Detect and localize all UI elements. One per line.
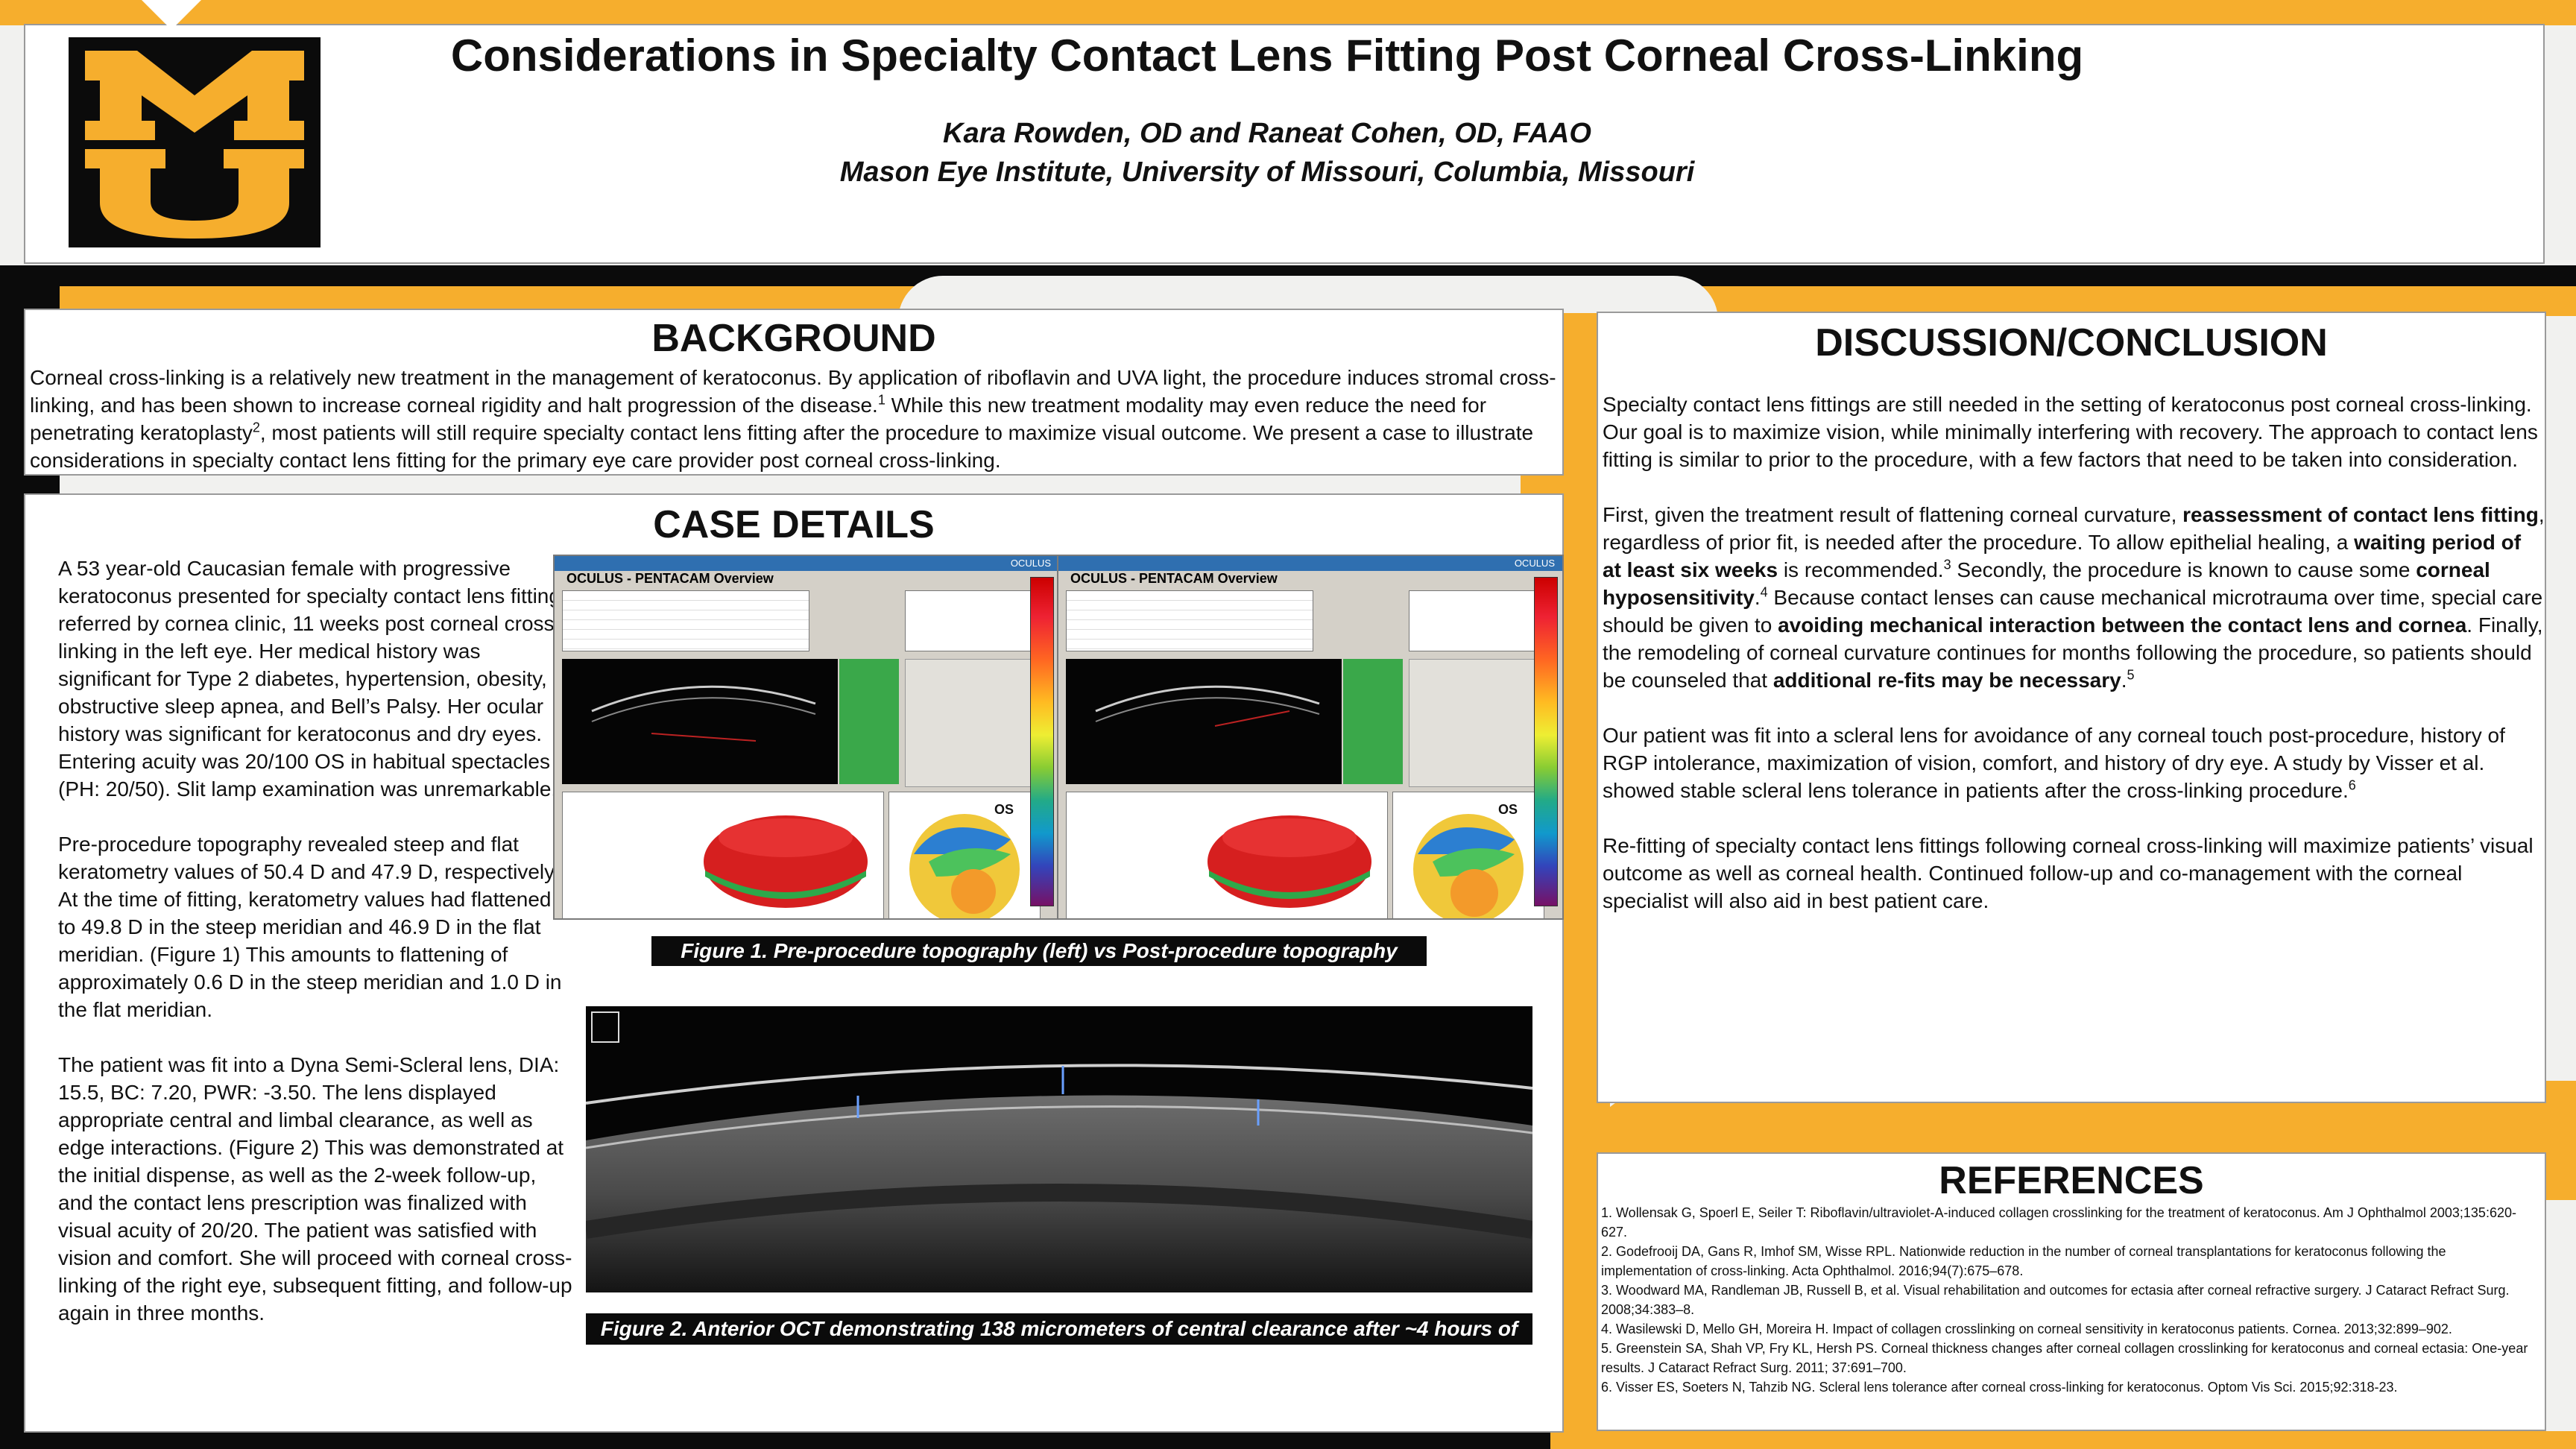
gold-band-top bbox=[0, 0, 2576, 25]
background-heading: BACKGROUND bbox=[651, 317, 936, 360]
curvature-map bbox=[1413, 814, 1524, 918]
poster-affiliation: Mason Eye Institute, University of Misso… bbox=[839, 157, 1695, 188]
discussion-paragraph-1: Specialty contact lens fittings are stil… bbox=[1603, 393, 2538, 471]
topography-brand: OCULUS bbox=[1514, 558, 1555, 569]
oct-image bbox=[584, 1006, 1534, 1292]
gold-band-right bbox=[1640, 286, 2576, 316]
discussion-paragraph-2: First, given the treatment result of fla… bbox=[1603, 503, 2545, 692]
references-heading: REFERENCES bbox=[1939, 1159, 2204, 1202]
scheimpflug-image bbox=[1066, 659, 1342, 784]
poster-title: Considerations in Specialty Contact Lens… bbox=[450, 31, 2084, 80]
poster-authors: Kara Rowden, OD and Raneat Cohen, OD, FA… bbox=[943, 118, 1591, 149]
discussion-heading: DISCUSSION/CONCLUSION bbox=[1815, 321, 2328, 364]
color-scale bbox=[1030, 577, 1054, 906]
color-scale bbox=[1534, 577, 1558, 906]
background-text: Corneal cross-linking is a relatively ne… bbox=[30, 366, 1556, 472]
reference-item: 3. Woodward MA, Randleman JB, Russell B,… bbox=[1601, 1283, 2510, 1317]
discussion-paragraph-3: Our patient was fit into a scleral lens … bbox=[1603, 724, 2505, 802]
elevation-3d-plot bbox=[704, 815, 868, 908]
eye-label: OS bbox=[994, 802, 1014, 817]
reference-item: 1. Wollensak G, Spoerl E, Seiler T: Ribo… bbox=[1601, 1205, 2516, 1240]
discussion-panel: DISCUSSION/CONCLUSION Specialty contact … bbox=[1597, 312, 2546, 1103]
notch-triangle bbox=[142, 0, 201, 30]
mu-logo-icon bbox=[69, 37, 321, 247]
discussion-text: Specialty contact lens fittings are stil… bbox=[1603, 391, 2545, 942]
topography-title: OCULUS - PENTACAM Overview bbox=[1070, 571, 1278, 586]
figure-2-caption: Figure 2. Anterior OCT demonstrating 138… bbox=[586, 1313, 1532, 1371]
references-panel: REFERENCES bbox=[1597, 1152, 2546, 1431]
elevation-3d-plot bbox=[1208, 815, 1371, 908]
case-paragraph-2: Pre-procedure topography revealed steep … bbox=[58, 833, 562, 1021]
gold-band-bottom bbox=[1550, 1431, 2576, 1449]
topography-post-procedure: OCULUS OCULUS - PENTACAM Overview OS bbox=[1057, 555, 1564, 920]
reference-item: 6. Visser ES, Soeters N, Tahzib NG. Scle… bbox=[1601, 1380, 2398, 1395]
eye-label: OS bbox=[1498, 802, 1518, 817]
poster-header bbox=[24, 24, 2545, 264]
topography-brand: OCULUS bbox=[1010, 558, 1051, 569]
black-band-bottom bbox=[60, 1431, 1550, 1449]
case-paragraph-1: A 53 year-old Caucasian female with prog… bbox=[58, 557, 566, 801]
topography-pre-procedure: OCULUS OCULUS - PENTACAM Overview OS bbox=[553, 555, 1060, 920]
case-details-text: A 53 year-old Caucasian female with prog… bbox=[58, 555, 572, 1354]
topography-title: OCULUS - PENTACAM Overview bbox=[566, 571, 774, 586]
discussion-paragraph-4: Re-fitting of specialty contact lens fit… bbox=[1603, 834, 2534, 912]
references-list: 1. Wollensak G, Spoerl E, Seiler T: Ribo… bbox=[1601, 1203, 2540, 1397]
background-panel: BACKGROUND Corneal cross-linking is a re… bbox=[24, 309, 1564, 476]
university-logo bbox=[69, 37, 321, 247]
reference-item: 5. Greenstein SA, Shah VP, Fry KL, Hersh… bbox=[1601, 1341, 2528, 1375]
reference-item: 2. Godefrooij DA, Gans R, Imhof SM, Wiss… bbox=[1601, 1244, 2446, 1278]
curvature-map bbox=[909, 814, 1020, 918]
figure-1-caption: Figure 1. Pre-procedure topography (left… bbox=[651, 936, 1427, 992]
case-details-heading: CASE DETAILS bbox=[653, 503, 935, 546]
case-paragraph-3: The patient was fit into a Dyna Semi-Scl… bbox=[58, 1053, 572, 1325]
scheimpflug-image bbox=[562, 659, 838, 784]
reference-item: 4. Wasilewski D, Mello GH, Moreira H. Im… bbox=[1601, 1322, 2452, 1336]
